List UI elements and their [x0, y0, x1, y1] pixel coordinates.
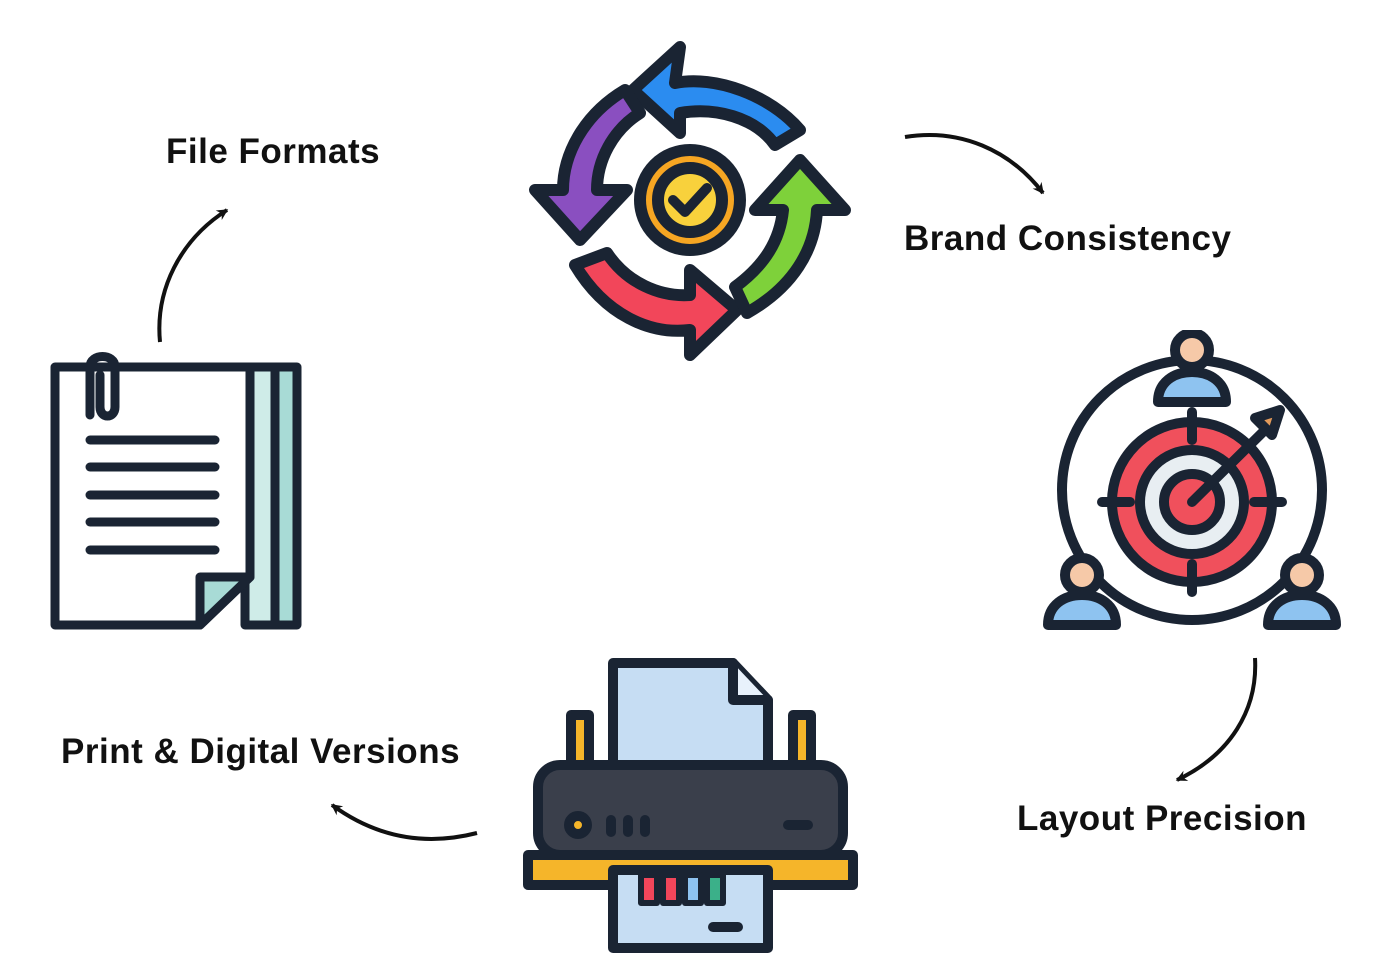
- arrow-target-to-layout: [1175, 657, 1258, 782]
- cycle-arrows-check-icon: [529, 41, 851, 361]
- arrow-docs-to-file-formats: [157, 208, 229, 343]
- label-layout-precision: Layout Precision: [1017, 799, 1308, 838]
- document-stack-icon: [50, 352, 302, 630]
- printer-icon: [523, 658, 858, 953]
- arrow-printer-to-print-digital: [330, 803, 478, 841]
- arrow-cycle-to-brand: [904, 133, 1045, 195]
- label-print-digital-versions: Print & Digital Versions: [61, 732, 461, 771]
- label-file-formats: File Formats: [166, 132, 381, 171]
- target-audience-icon: [1043, 330, 1341, 630]
- label-brand-consistency: Brand Consistency: [904, 219, 1232, 258]
